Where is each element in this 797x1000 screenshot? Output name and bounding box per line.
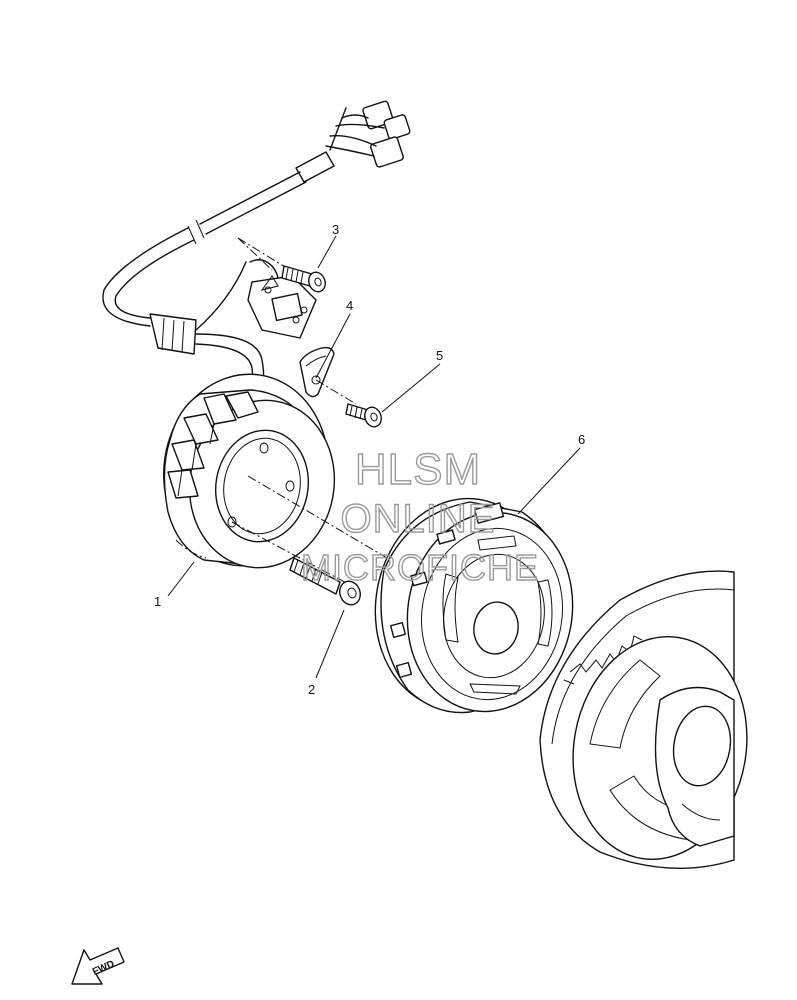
rotor-part-6 <box>374 497 574 714</box>
stator-assembly-part-1 <box>163 373 336 569</box>
callout-5: 5 <box>436 348 443 363</box>
leader-2 <box>315 609 345 679</box>
pickup-coil <box>247 275 317 339</box>
callout-3: 3 <box>332 222 339 237</box>
harness-connectors <box>325 100 411 168</box>
watermark-line-1: HLSM <box>355 445 481 494</box>
leader-1 <box>167 561 195 597</box>
screw-part-5 <box>345 403 382 428</box>
callout-6: 6 <box>578 432 585 447</box>
wire-harness <box>102 100 411 395</box>
leader-6 <box>517 447 581 515</box>
leader-4 <box>315 313 351 379</box>
leader-5 <box>381 363 441 413</box>
watermark-line-3: MICROFICHE <box>301 547 539 588</box>
bolt-axis-line <box>231 521 357 589</box>
callout-1: 1 <box>154 594 161 609</box>
starter-clutch-gear <box>539 570 748 870</box>
lead-holder-part-4 <box>299 346 335 398</box>
fwd-arrow-icon: FWD <box>71 947 125 985</box>
callout-2: 2 <box>308 682 315 697</box>
screw-part-3 <box>281 265 326 293</box>
watermark-line-2: ONLINE <box>341 497 496 541</box>
leader-3 <box>317 235 337 269</box>
bolt-part-2 <box>289 557 361 606</box>
harness-sleeve <box>295 151 335 183</box>
callout-4: 4 <box>346 298 353 313</box>
watermark: HLSM ONLINE MICROFICHE <box>300 444 539 588</box>
harness-clamp <box>149 313 197 355</box>
